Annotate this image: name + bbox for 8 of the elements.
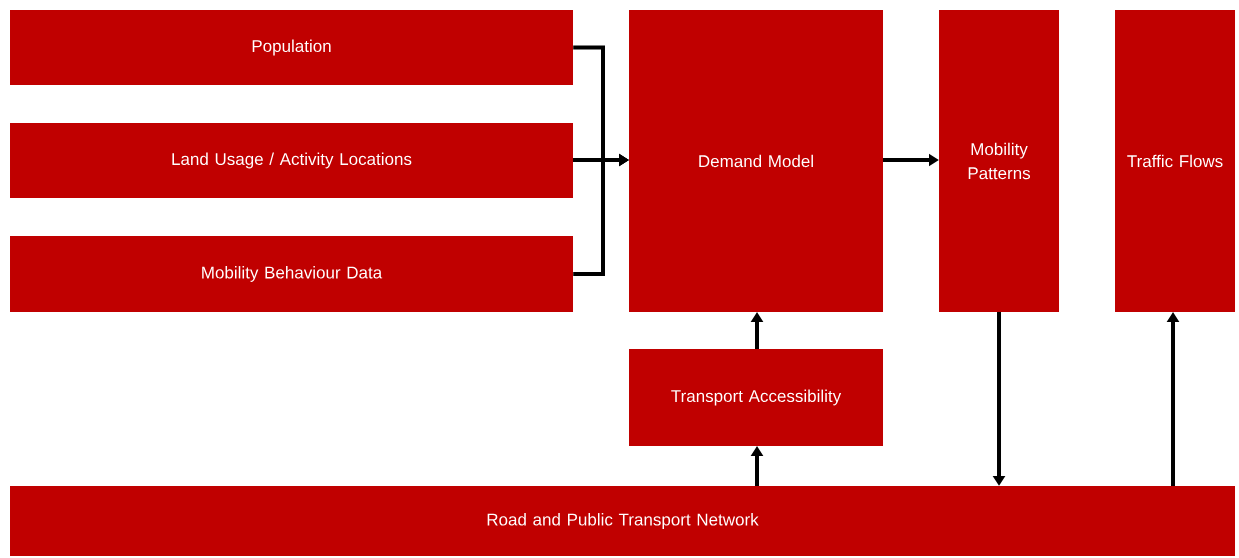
process-box: Mobility Behaviour Data (10, 236, 573, 312)
process-box: Transport Accessibility (629, 349, 883, 446)
process-box: Road and Public Transport Network (10, 486, 1235, 556)
process-box: Land Usage / Activity Locations (10, 123, 573, 198)
process-box: Mobility Patterns (939, 10, 1059, 312)
process-box: Demand Model (629, 10, 883, 312)
process-box: Population (10, 10, 573, 85)
process-box: Traffic Flows (1115, 10, 1235, 312)
